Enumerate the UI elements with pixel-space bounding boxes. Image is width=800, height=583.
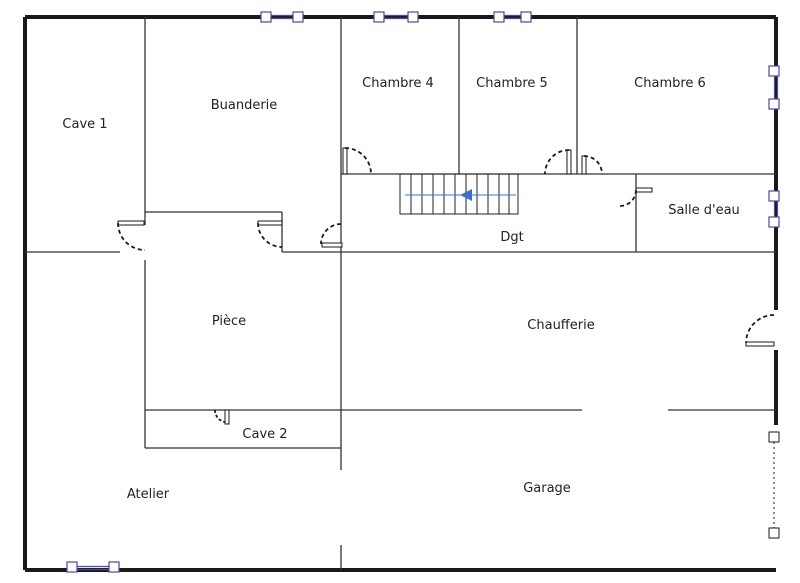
- window-bottom-left: [66, 561, 120, 573]
- room-label-dgt: Dgt: [500, 230, 523, 245]
- room-label-buanderie: Buanderie: [211, 98, 278, 113]
- door-cave1: [117, 220, 146, 251]
- window-top-right: [493, 11, 532, 23]
- window-right-salle-deau: [768, 190, 780, 228]
- door-salle-deau: [619, 187, 653, 207]
- room-label-atelier: Atelier: [127, 487, 170, 502]
- door-chambre5: [544, 149, 572, 175]
- door-piece-dgt: [320, 223, 343, 248]
- room-label-salle-deau: Salle d'eau: [668, 203, 740, 218]
- room-label-cave2: Cave 2: [242, 427, 287, 442]
- door-chambre4: [342, 147, 372, 175]
- staircase: [399, 173, 519, 215]
- room-label-piece: Pièce: [212, 314, 246, 329]
- room-label-cave1: Cave 1: [62, 117, 107, 132]
- door-chambre6: [581, 155, 603, 175]
- window-top-middle: [373, 11, 419, 23]
- stair-direction-arrow: [405, 189, 516, 201]
- room-label-chambre4: Chambre 4: [362, 76, 434, 91]
- room-label-chambre5: Chambre 5: [476, 76, 548, 91]
- window-top-left: [260, 11, 304, 23]
- room-label-chambre6: Chambre 6: [634, 76, 706, 91]
- room-label-garage: Garage: [523, 481, 571, 496]
- door-chaufferie-exterior: [745, 314, 775, 347]
- door-cave2: [214, 409, 230, 425]
- door-buanderie: [257, 220, 283, 248]
- room-label-chaufferie: Chaufferie: [527, 318, 594, 333]
- window-right-chambre6: [768, 65, 780, 110]
- interior-partitions: [25, 17, 776, 570]
- garage-door-opening: [768, 431, 780, 539]
